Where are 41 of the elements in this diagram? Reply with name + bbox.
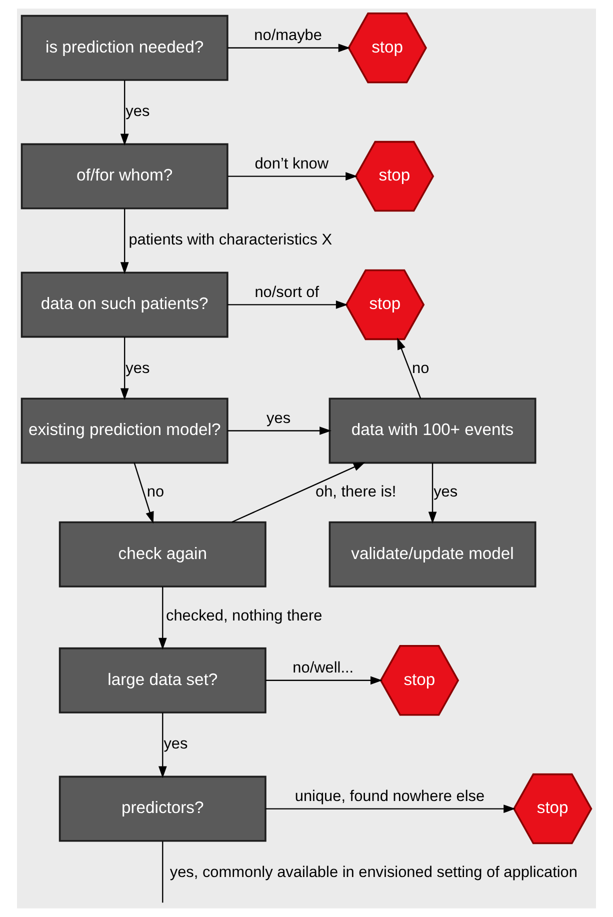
edge-label: no — [412, 360, 430, 377]
node-box: large data set? — [58, 647, 266, 714]
arrow — [228, 172, 358, 180]
edge-label: oh, there is! — [316, 484, 396, 501]
edge-label: yes, commonly available in envisioned setting of application — [170, 864, 578, 882]
node-box: data on such patients? — [20, 272, 228, 338]
node-box: data with 100+ events — [328, 398, 536, 464]
connector — [162, 841, 164, 903]
arrow — [158, 586, 167, 650]
edge-label: checked, nothing there — [166, 607, 322, 624]
arrow — [397, 338, 422, 399]
arrow — [158, 712, 167, 778]
edge-label: patients with characteristics X — [128, 232, 332, 249]
arrow — [266, 676, 382, 685]
edge-label: unique, found nowhere else — [294, 788, 485, 805]
edge-label: no — [146, 484, 164, 501]
arrow — [228, 44, 350, 52]
arrow — [228, 300, 348, 309]
arrow — [120, 208, 129, 274]
node-box: existing prediction model? — [20, 398, 228, 464]
arrow — [120, 80, 129, 146]
edge-label: yes — [126, 360, 150, 377]
arrow — [232, 462, 366, 523]
node-box: predictors? — [58, 776, 266, 842]
node-box: check again — [58, 521, 266, 588]
edge-label: no/sort of — [254, 284, 320, 301]
edge-label: no/well... — [292, 660, 354, 677]
arrow — [228, 426, 332, 435]
node-box: of/for whom? — [20, 143, 228, 210]
arrow — [428, 462, 437, 524]
edge-label: no/maybe — [254, 27, 322, 44]
edge-label: yes — [434, 484, 458, 501]
arrow — [120, 337, 129, 400]
node-box: validate/update model — [328, 521, 536, 588]
arrow — [266, 804, 516, 813]
edge-label: yes — [266, 410, 291, 427]
edge-label: yes — [126, 103, 150, 120]
node-box: is prediction needed? — [20, 14, 228, 81]
arrow — [134, 462, 154, 524]
edge-label: don’t know — [254, 155, 329, 172]
edge-label: yes — [164, 736, 188, 753]
